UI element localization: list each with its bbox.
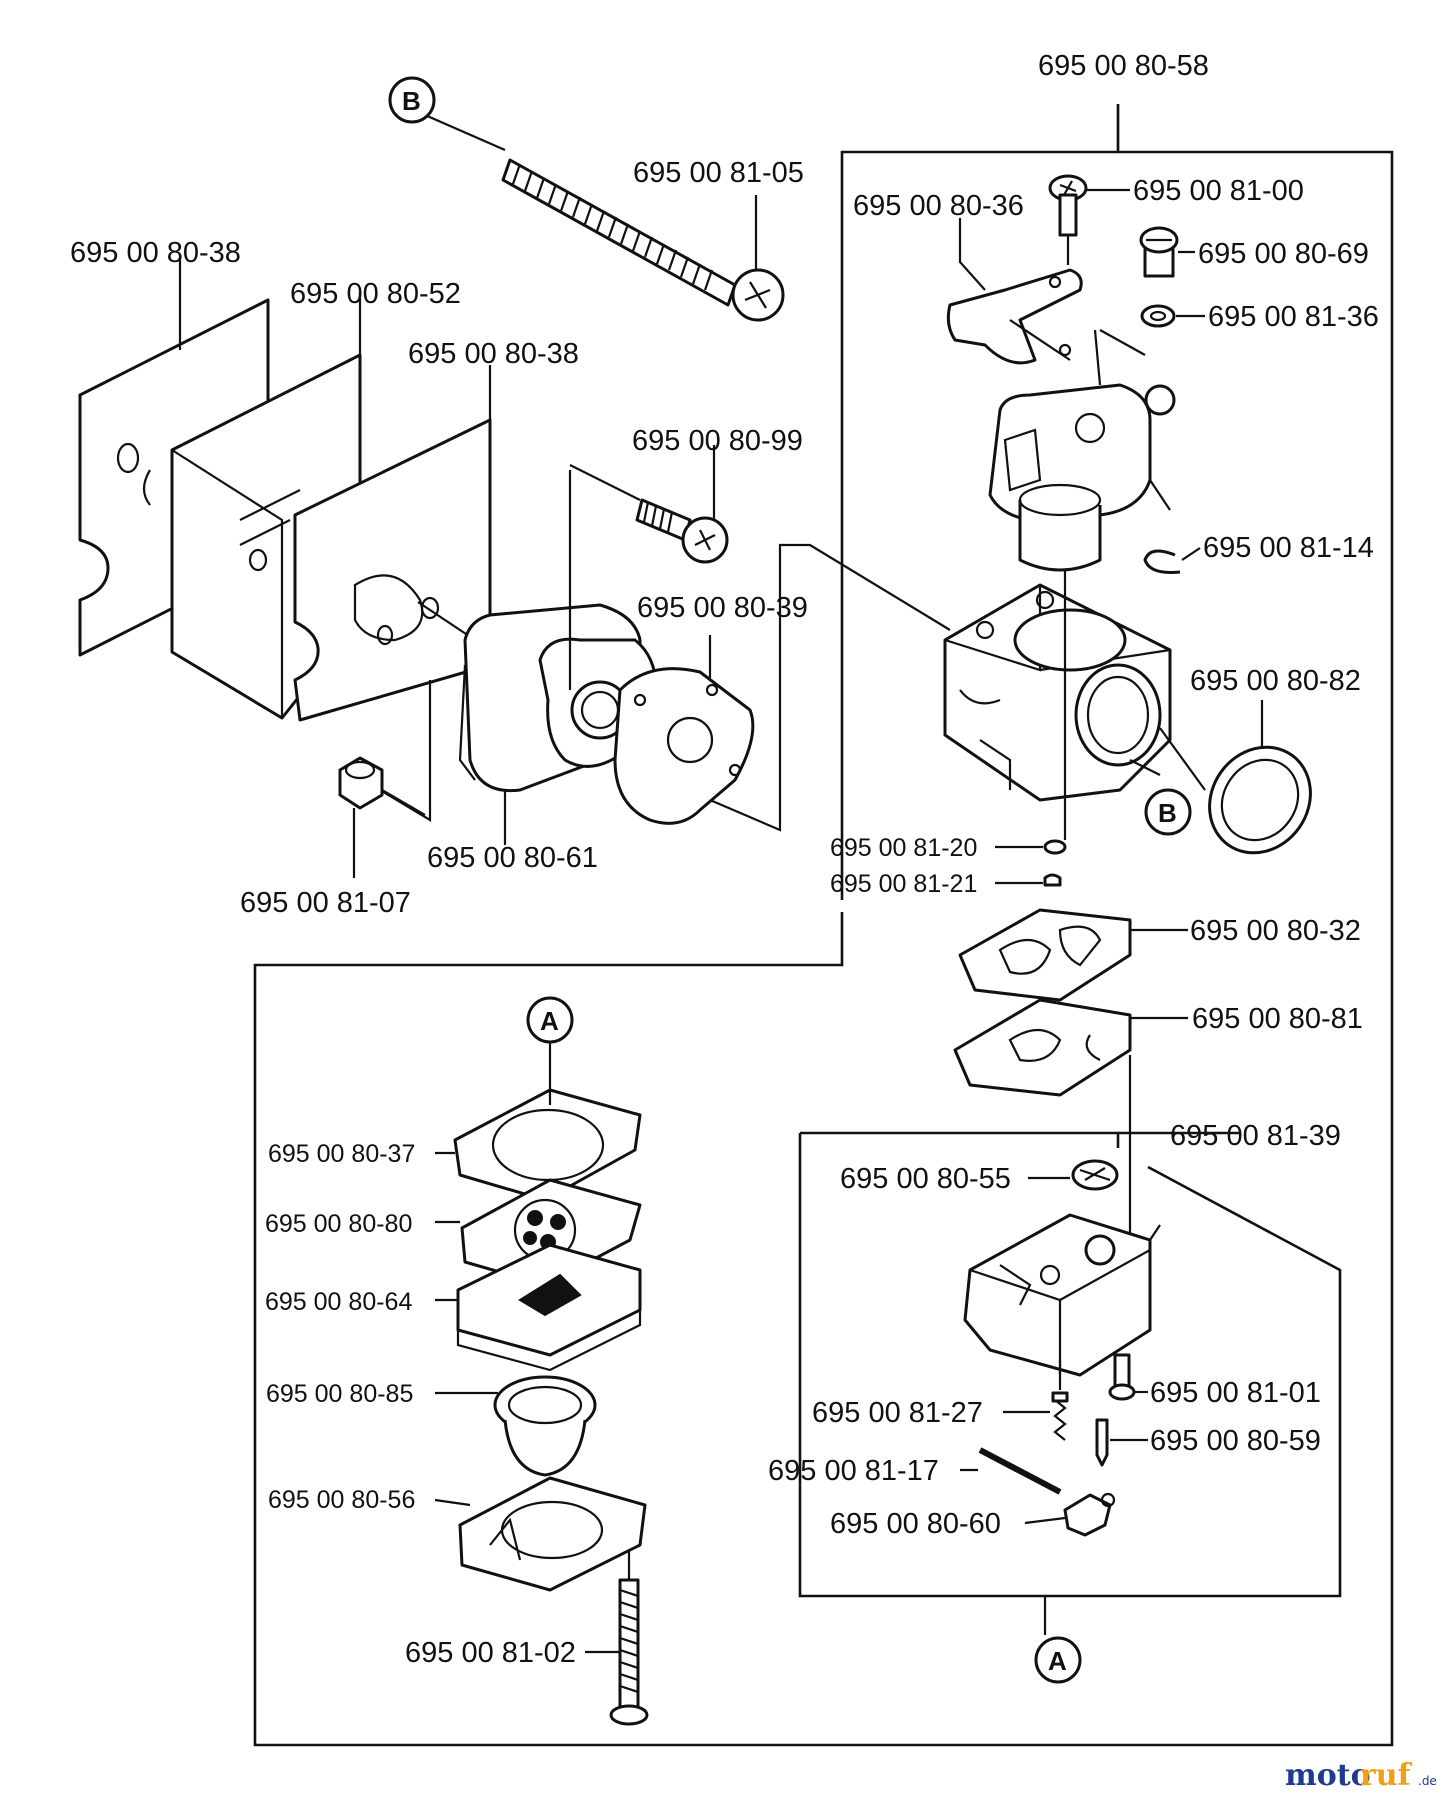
o-ring-shape [1208, 700, 1312, 855]
adjust-screw-shape [388, 76, 785, 322]
e-ring-shape [1143, 547, 1201, 574]
gasket-small-shape [613, 543, 951, 832]
pump-body-shape [963, 1213, 1161, 1377]
nut-shape [338, 756, 426, 878]
small-parts-shape [995, 839, 1067, 887]
spring-81-27-shape [1003, 1360, 1069, 1441]
disc-80-55-shape [1028, 1159, 1119, 1191]
callout-a-left-letter: A [540, 1006, 559, 1036]
gasket-80-37-shape [435, 1040, 642, 1202]
watermark-suffix: .de [1418, 1774, 1437, 1788]
watermark-logo: moto ruf .de [1285, 1758, 1437, 1793]
label-screw-81-01: 695 00 81-01 [1150, 1377, 1321, 1409]
label-adjust-screw-b: 695 00 81-05 [633, 157, 804, 189]
label-cover-80-64: 695 00 80-64 [265, 1288, 412, 1316]
cover-80-56-shape [434, 1476, 647, 1592]
primer-80-85-shape [435, 1375, 597, 1477]
callout-b-top [388, 76, 436, 124]
lever-shape [946, 218, 1083, 365]
label-part-81-21: 695 00 81-21 [830, 870, 977, 898]
label-insulator: 695 00 80-52 [290, 278, 461, 310]
label-pin-81-17: 695 00 81-17 [768, 1455, 939, 1487]
label-primer-80-85: 695 00 80-85 [266, 1380, 413, 1408]
label-diaphragm-80-81: 695 00 80-81 [1192, 1003, 1363, 1035]
label-part-81-20: 695 00 81-20 [830, 834, 977, 862]
label-gasket-80-37: 695 00 80-37 [268, 1140, 415, 1168]
label-needle-80-59: 695 00 80-59 [1150, 1425, 1321, 1457]
label-valve-80-80: 695 00 80-80 [265, 1210, 412, 1238]
label-part-80-55: 695 00 80-55 [840, 1163, 1011, 1195]
callouts [526, 788, 1192, 1684]
label-nut: 695 00 81-07 [240, 887, 411, 919]
screw-81-01-shape [1108, 1353, 1148, 1401]
callout-a-bottom-letter: A [1048, 1646, 1067, 1676]
callout-b-body-letter: B [1158, 798, 1177, 828]
watermark-part1: moto [1285, 1758, 1371, 1793]
carb-body-shape [943, 420, 1206, 840]
label-screw: 695 00 80-99 [632, 425, 803, 457]
label-gasket-80-32: 695 00 80-32 [1190, 915, 1361, 947]
label-cover-80-56: 695 00 80-56 [268, 1486, 415, 1514]
cover-80-64-shape [435, 1243, 642, 1372]
label-gasket-small: 695 00 80-39 [637, 592, 808, 624]
callout-b-top-letter: B [402, 86, 421, 116]
label-plug: 695 00 80-69 [1198, 238, 1369, 270]
label-e-ring: 695 00 81-14 [1203, 532, 1374, 564]
pin-81-17-shape [960, 1447, 1062, 1495]
label-gasket-left: 695 00 80-38 [70, 237, 241, 269]
label-adapter: 695 00 80-61 [427, 842, 598, 874]
gasket-mid-shape [293, 365, 492, 722]
assembly-frame [253, 104, 1394, 1747]
screw-80-99-shape [635, 445, 729, 564]
label-screw-top: 695 00 81-00 [1133, 175, 1304, 207]
label-pump-body: 695 00 81-39 [1170, 1120, 1341, 1152]
screw-81-02-shape [585, 1550, 649, 1726]
gasket-80-32-shape [958, 908, 1188, 1002]
label-spring-81-27: 695 00 81-27 [812, 1397, 983, 1429]
label-lever-80-60: 695 00 80-60 [830, 1508, 1001, 1540]
label-o-ring: 695 00 80-82 [1190, 665, 1361, 697]
label-assembly: 695 00 80-58 [1038, 50, 1209, 82]
choke-assembly-shape [988, 329, 1176, 572]
washer-shape [1140, 304, 1205, 328]
plug-shape [1139, 226, 1195, 278]
screw-top-shape [1048, 174, 1130, 265]
lever-80-60-shape [1024, 1492, 1116, 1635]
needle-80-59-shape [1095, 1418, 1148, 1467]
diaphragm-80-81-shape [953, 998, 1188, 1260]
label-washer: 695 00 81-36 [1208, 301, 1379, 333]
label-lever: 695 00 80-36 [853, 190, 1024, 222]
watermark-part2: ruf [1360, 1758, 1413, 1793]
label-gasket-mid: 695 00 80-38 [408, 338, 579, 370]
label-screw-81-02: 695 00 81-02 [405, 1637, 576, 1669]
valve-80-80-shape [435, 1178, 642, 1287]
